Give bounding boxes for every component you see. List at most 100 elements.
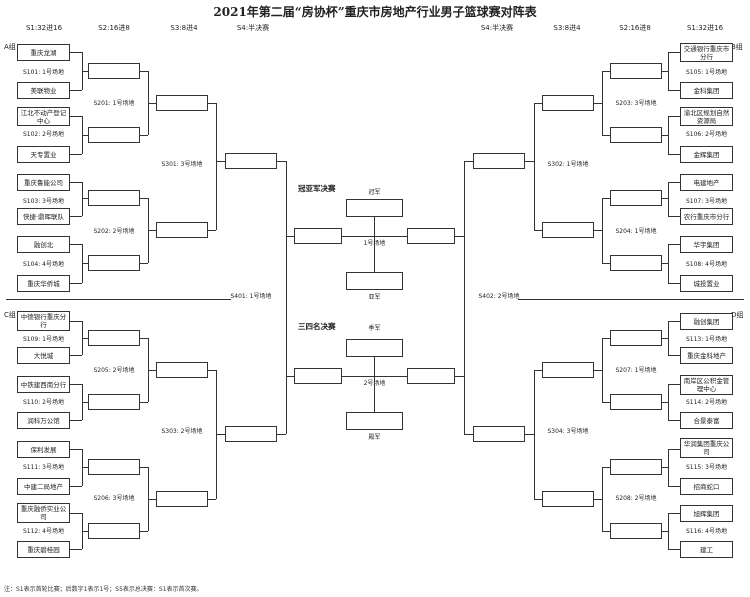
winner-slot (225, 426, 277, 442)
match-label: S110: 2号场地 (22, 399, 64, 406)
final-slot-right (407, 228, 455, 244)
team-box: 江北不动产登记中心 (17, 107, 70, 126)
team-box: 大悦城 (17, 347, 70, 364)
team-box: 渝北区规划自然资源局 (680, 107, 733, 126)
match-label: S103: 3号场地 (22, 198, 64, 205)
team-box: 重庆碧桂园 (17, 541, 70, 558)
team-box: 快捷·鼎晖联队 (17, 208, 70, 225)
team-box: 电建地产 (680, 174, 733, 191)
match-label: S111: 3号场地 (22, 464, 64, 471)
team-box: 招商蛇口 (680, 478, 733, 495)
winner-slot (542, 222, 594, 238)
team-box: 城投置业 (680, 275, 733, 292)
winner-slot (225, 153, 277, 169)
match-label: S112: 4号场地 (22, 528, 64, 535)
third-slot-right (407, 368, 455, 384)
header-left-sf: S4:半决赛 (236, 24, 270, 32)
header-right-r32: S1:32进16 (686, 24, 724, 32)
match-label: S203: 3号场地 (615, 100, 657, 107)
winner-slot (542, 491, 594, 507)
champion-label: 冠军 (368, 189, 381, 196)
match-label: S115: 3号场地 (685, 464, 727, 471)
header-left-r16: S2:16进8 (98, 24, 130, 32)
third-place-title: 三四名决赛 (298, 322, 336, 331)
match-label: S107: 3号场地 (685, 198, 727, 205)
team-box: 南岸区公积金管理中心 (680, 375, 733, 395)
match-label: S105: 1号场地 (685, 69, 727, 76)
footnote: 注：S1表示首轮比赛；后数字1表示1号；S5表示总决赛：S1表示首次赛。 (4, 586, 203, 593)
header-left-r32: S1:32进16 (25, 24, 63, 32)
header-right-qf: S3:8进4 (553, 24, 581, 32)
team-box: 重庆金科地产 (680, 347, 733, 364)
team-box: 重庆华侨城 (17, 275, 70, 292)
match-label: S202: 2号场地 (93, 228, 135, 235)
team-box: 重庆融侨实业公司 (17, 503, 70, 523)
team-box: 农行重庆市分行 (680, 208, 733, 225)
final-slot-left (294, 228, 342, 244)
match-label: S401: 1号场地 (230, 293, 272, 300)
match-label: S204: 1号场地 (615, 228, 657, 235)
winner-slot (88, 330, 140, 346)
match-label: S106: 2号场地 (685, 131, 727, 138)
match-label: S206: 3号场地 (93, 495, 135, 502)
fourth-label: 殿军 (368, 434, 381, 441)
team-box: 重庆鲁能公司 (17, 174, 70, 191)
team-box: 交通银行重庆市分行 (680, 43, 733, 62)
match-label: S109: 1号场地 (22, 336, 64, 343)
winner-slot (156, 95, 208, 111)
team-box: 建工 (680, 541, 733, 558)
winner-slot (610, 459, 662, 475)
match-label: S302: 1号场地 (547, 161, 589, 168)
page-title: 2021年第二届“房协杯”重庆市房地产行业男子篮球赛对阵表 (213, 5, 537, 19)
header-right-r16: S2:16进8 (619, 24, 651, 32)
winner-slot (473, 426, 525, 442)
team-box: 天专置业 (17, 146, 70, 163)
match-label: S108: 4号场地 (685, 261, 727, 268)
group-label-c: C组 (4, 311, 16, 319)
final-title: 冠亚军决赛 (298, 184, 336, 193)
match-label: S303: 2号场地 (161, 428, 203, 435)
winner-slot (610, 394, 662, 410)
half-divider-right (518, 299, 744, 300)
winner-slot (610, 330, 662, 346)
match-label: S207: 1号场地 (615, 367, 657, 374)
match-label: S101: 1号场地 (22, 69, 64, 76)
winner-slot (88, 63, 140, 79)
runner-up-slot (346, 272, 403, 290)
match-label: S201: 1号场地 (93, 100, 135, 107)
team-box: 中铁建西南分行 (17, 376, 70, 393)
winner-slot (542, 362, 594, 378)
team-box: 华润集团重庆公司 (680, 438, 733, 458)
winner-slot (610, 255, 662, 271)
team-box: 融创北 (17, 236, 70, 253)
winner-slot (542, 95, 594, 111)
group-label-a: A组 (4, 43, 16, 51)
team-box: 旭辉集团 (680, 505, 733, 522)
team-box: 金科集团 (680, 82, 733, 99)
half-divider-left (6, 299, 231, 300)
champion-slot (346, 199, 403, 217)
winner-slot (610, 523, 662, 539)
winner-slot (610, 190, 662, 206)
match-label: S102: 2号场地 (22, 131, 64, 138)
third-slot-left (294, 368, 342, 384)
team-box: 美联物业 (17, 82, 70, 99)
team-box: 重庆龙湖 (17, 44, 70, 61)
match-label: S402: 2号场地 (478, 293, 520, 300)
winner-slot (88, 459, 140, 475)
team-box: 合景泰富 (680, 412, 733, 429)
winner-slot (156, 362, 208, 378)
header-left-qf: S3:8进4 (170, 24, 198, 32)
winner-slot (610, 127, 662, 143)
match-label: S116: 4号场地 (685, 528, 727, 535)
match-label: S301: 3号场地 (161, 161, 203, 168)
team-box: 融创集团 (680, 313, 733, 330)
winner-slot (88, 394, 140, 410)
match-label: S208: 2号场地 (615, 495, 657, 502)
winner-slot (88, 127, 140, 143)
team-box: 金辉集团 (680, 146, 733, 163)
team-box: 华宇集团 (680, 236, 733, 253)
winner-slot (88, 255, 140, 271)
winner-slot (88, 190, 140, 206)
